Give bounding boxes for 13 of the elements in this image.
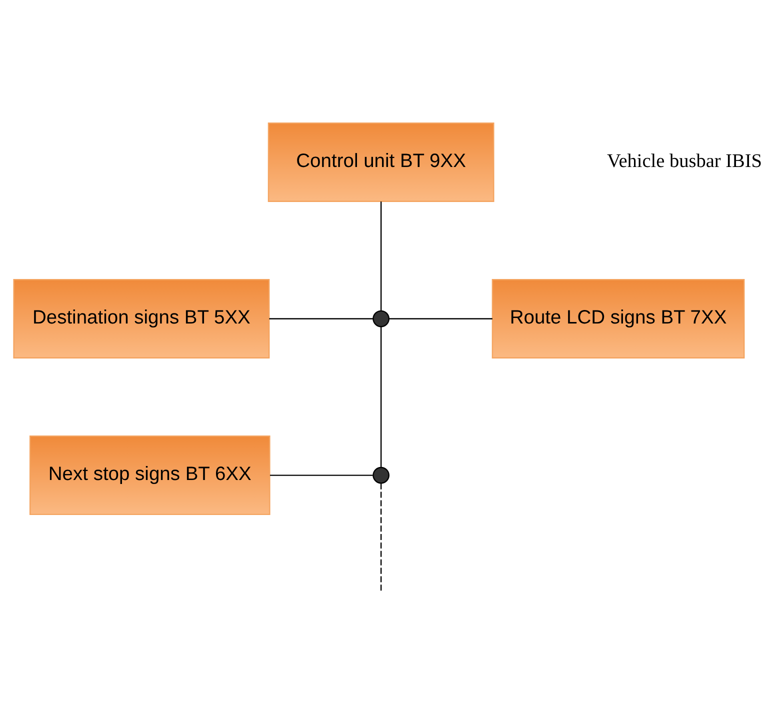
node-circle — [372, 466, 389, 484]
connector — [269, 474, 372, 476]
node-box: Destination signs BT 5XX — [12, 278, 270, 358]
connector — [380, 482, 382, 592]
connector — [380, 326, 382, 467]
node-box: Route LCD signs BT 7XX — [491, 278, 744, 358]
connector — [380, 201, 382, 310]
node-circle — [372, 310, 389, 327]
connector — [388, 318, 492, 319]
node-box: Next stop signs BT 6XX — [28, 435, 270, 515]
node-box: Control unit BT 9XX — [267, 122, 494, 202]
label: Vehicle busbar IBIS — [606, 150, 762, 172]
connector — [268, 318, 373, 319]
